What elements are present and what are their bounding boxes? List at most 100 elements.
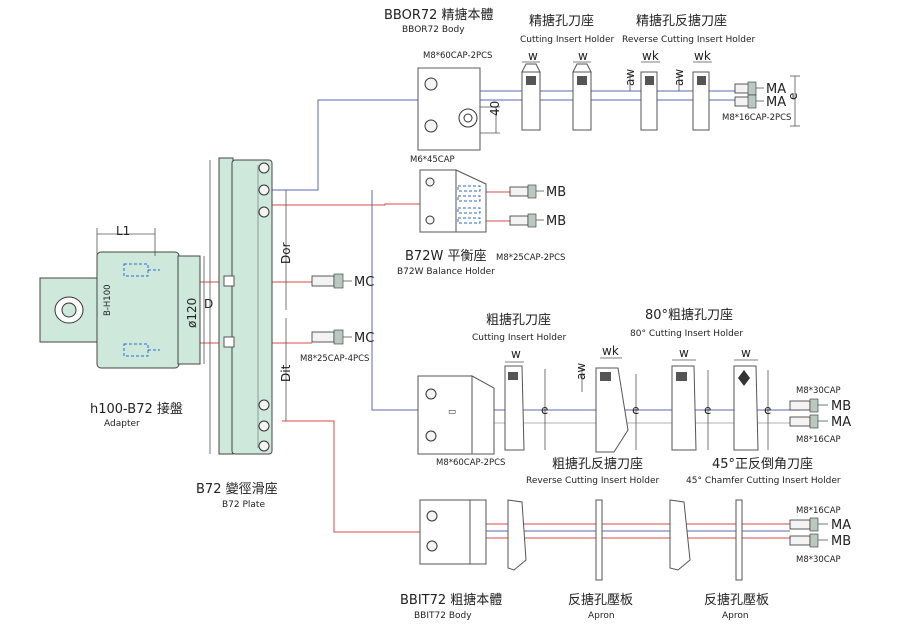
balance-spec: M8*25CAP-2PCS	[496, 253, 565, 263]
fine-rev-holder-1	[640, 71, 658, 131]
bottom-holder-2	[669, 499, 691, 571]
svg-text:▭: ▭	[448, 407, 456, 417]
plate	[218, 157, 273, 455]
top-bolt-1	[734, 81, 764, 96]
mc-label-bottom: MC	[354, 331, 374, 346]
mid-bolt-spec-bottom: M8*16CAP	[796, 435, 841, 445]
dim-d: D	[204, 297, 213, 311]
rough-holder	[504, 365, 525, 451]
apron2-zh: 反搪孔壓板	[704, 592, 769, 608]
chamfer-en: 45° Chamfer Cutting Insert Holder	[686, 476, 841, 486]
bottom-holder-1	[507, 499, 527, 571]
balance-label-zh: B72W 平衡座	[405, 249, 486, 264]
mid-ma: MA	[831, 415, 851, 430]
fine-rev-holder-en: Reverse Cutting Insert Holder	[622, 35, 756, 45]
bottom-bolt-ma	[789, 517, 828, 532]
apron1-zh: 反搪孔壓板	[568, 592, 633, 608]
rough-rev-holder	[595, 367, 629, 453]
apron-2	[735, 499, 743, 581]
mid-body: ▭	[417, 375, 495, 455]
fine-rev-aw: aw	[672, 69, 686, 86]
fine-holder-en: Cutting Insert Holder	[520, 35, 615, 45]
holder80-zh: 80°粗搪孔刀座	[645, 307, 733, 323]
bbor-label-en: BBOR72 Body	[402, 25, 465, 35]
adapter-dimensions: L1 ø120	[96, 224, 205, 364]
rough-holder-en: Cutting Insert Holder	[472, 333, 567, 343]
bbor-screw-spec-bottom: M6*45CAP	[410, 155, 455, 165]
apron1-en: Apron	[588, 611, 615, 621]
chamfer-holder	[733, 365, 759, 451]
bottom-mb: MB	[831, 534, 851, 549]
bottom-bolt-mb	[789, 533, 828, 548]
rough-rev-aw: aw	[574, 363, 588, 380]
holder80-en: 80° Cutting Insert Holder	[630, 329, 743, 339]
top-ma-1: MA	[766, 82, 786, 97]
bbor-label-zh: BBOR72 精搪本體	[384, 7, 494, 23]
adapter-label-en: Adapter	[104, 419, 140, 429]
dim-diameter: ø120	[185, 298, 199, 328]
fine-rev-holder-wk: wk	[642, 49, 659, 63]
svg-text:B-H100: B-H100	[103, 284, 113, 316]
fine-holder-w2: w	[578, 49, 588, 63]
dim-dit: Dit	[279, 364, 293, 382]
apron-1	[595, 499, 603, 581]
top-dim-e: e	[786, 93, 800, 100]
plate-bolt-mc-top	[311, 273, 352, 289]
mid-bolt-spec-top: M8*30CAP	[796, 386, 841, 396]
rough-holder-zh: 粗搪孔刀座	[486, 312, 551, 328]
fine-holder-2	[572, 63, 592, 131]
plate-bolt-mc-bottom	[311, 329, 352, 345]
balance-bolt-2	[509, 213, 544, 228]
rough-holder-e: e	[541, 403, 548, 417]
adapter-label-zh: h100-B72 接盤	[90, 401, 183, 417]
rough-holder-w: w	[511, 347, 521, 361]
mid-mb: MB	[831, 399, 851, 414]
fine-rev-holder-wk2: wk	[694, 49, 711, 63]
bbor-dim-40: 40	[488, 101, 502, 116]
balance-mb-1: MB	[546, 185, 566, 200]
rough-rev-e: e	[632, 403, 639, 417]
balance-mb-2: MB	[546, 214, 566, 229]
balance-holder	[419, 169, 487, 233]
mid-bolt-mb	[789, 398, 828, 413]
apron2-en: Apron	[722, 611, 749, 621]
fine-holder-w: w	[528, 49, 538, 63]
mc-label-top: MC	[354, 275, 374, 290]
balance-bolt-1	[509, 184, 544, 199]
fine-rev-holder-zh: 精搪孔反搪刀座	[636, 13, 727, 29]
bbor-screw-spec-top: M8*60CAP-2PCS	[423, 51, 492, 61]
plate-dimensions: D Dor Dit	[204, 160, 293, 454]
rough-rev-zh: 粗搪孔反搪刀座	[552, 456, 643, 472]
chamfer-e: e	[764, 403, 771, 417]
dim-dor: Dor	[279, 242, 293, 264]
dim-l1: L1	[116, 224, 130, 238]
holder-80	[671, 365, 697, 451]
rough-rev-en: Reverse Cutting Insert Holder	[526, 476, 660, 486]
bbor-body	[417, 67, 500, 151]
bbit-label-zh: BBIT72 粗搪本體	[400, 592, 502, 608]
plate-label-en: B72 Plate	[222, 500, 265, 510]
bbit-label-en: BBIT72 Body	[414, 611, 472, 621]
holder80-w: w	[679, 346, 689, 360]
adapter: B-H100	[39, 251, 201, 369]
fine-rev-holder-2	[692, 71, 710, 131]
holder80-e: e	[704, 403, 711, 417]
plate-bolt-spec: M8*25CAP-4PCS	[300, 354, 369, 364]
fine-holder-zh: 精搪孔刀座	[529, 13, 594, 29]
top-bolt-spec: M8*16CAP-2PCS	[722, 113, 791, 123]
bottom-bolt-spec-top: M8*16CAP	[796, 506, 841, 516]
bbit-body	[419, 499, 487, 565]
top-ma-2: MA	[766, 95, 786, 110]
balance-label-en: B72W Balance Holder	[397, 267, 495, 277]
bottom-bolt-spec-bottom: M8*30CAP	[796, 555, 841, 565]
top-bolt-2	[734, 94, 764, 109]
plate-label-zh: B72 變徑滑座	[196, 481, 278, 497]
mid-body-spec: M8*60CAP-2PCS	[436, 458, 505, 468]
rough-rev-wk: wk	[602, 344, 619, 358]
fine-aw: aw	[623, 69, 637, 86]
chamfer-zh: 45°正反倒角刀座	[712, 457, 813, 472]
bottom-ma: MA	[831, 518, 851, 533]
mid-bolt-ma	[789, 414, 828, 429]
chamfer-w: w	[741, 346, 751, 360]
